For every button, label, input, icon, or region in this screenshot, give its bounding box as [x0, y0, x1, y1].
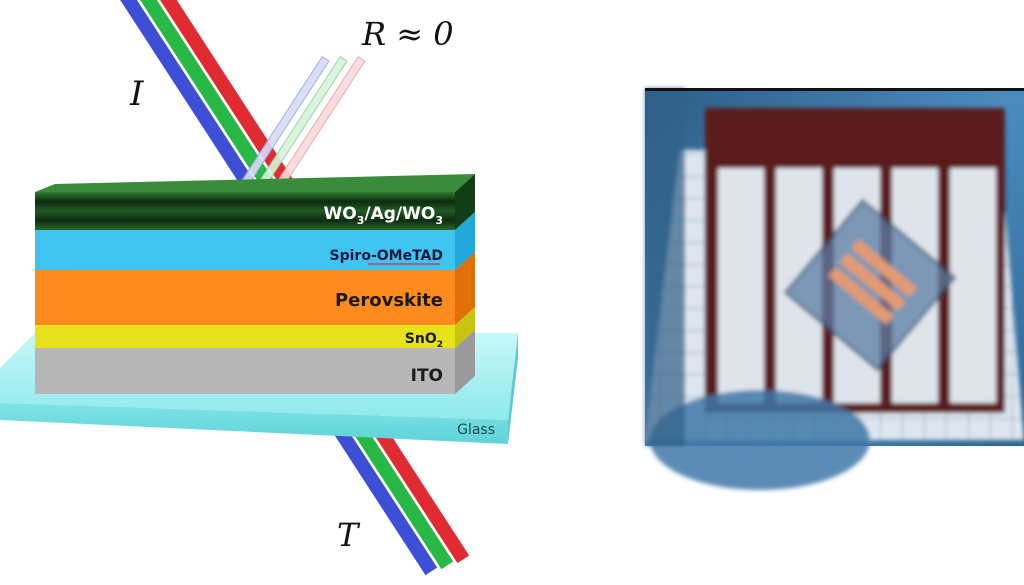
ito-label: ITO — [411, 366, 443, 386]
transmitted-beam-blue — [332, 424, 438, 576]
wo3-label: WO3/Ag/WO3 — [324, 204, 443, 227]
sno2-label: SnO2 — [405, 331, 443, 350]
incident-beam-green — [128, 0, 304, 234]
incident-beam-blue — [112, 0, 288, 240]
transmitted-label: T — [337, 516, 361, 554]
spiro-layer — [35, 230, 455, 270]
incident-label: I — [129, 74, 144, 114]
transmitted-beam-green — [348, 418, 454, 570]
perovskite-label: Perovskite — [335, 290, 443, 311]
device-stack — [35, 174, 475, 394]
transmitted-beam — [332, 412, 470, 576]
ito-layer — [35, 348, 455, 394]
device-photo — [645, 88, 1024, 490]
reflected-label: R ≈ 0 — [361, 15, 454, 53]
wo3-ag-wo3-layer — [35, 192, 455, 230]
glass-label: Glass — [457, 422, 495, 438]
sno2-layer — [35, 325, 455, 348]
perovskite-layer — [35, 270, 455, 325]
transmitted-beam-red — [364, 412, 470, 564]
spiro-label: Spiro-OMeTAD — [330, 248, 443, 264]
